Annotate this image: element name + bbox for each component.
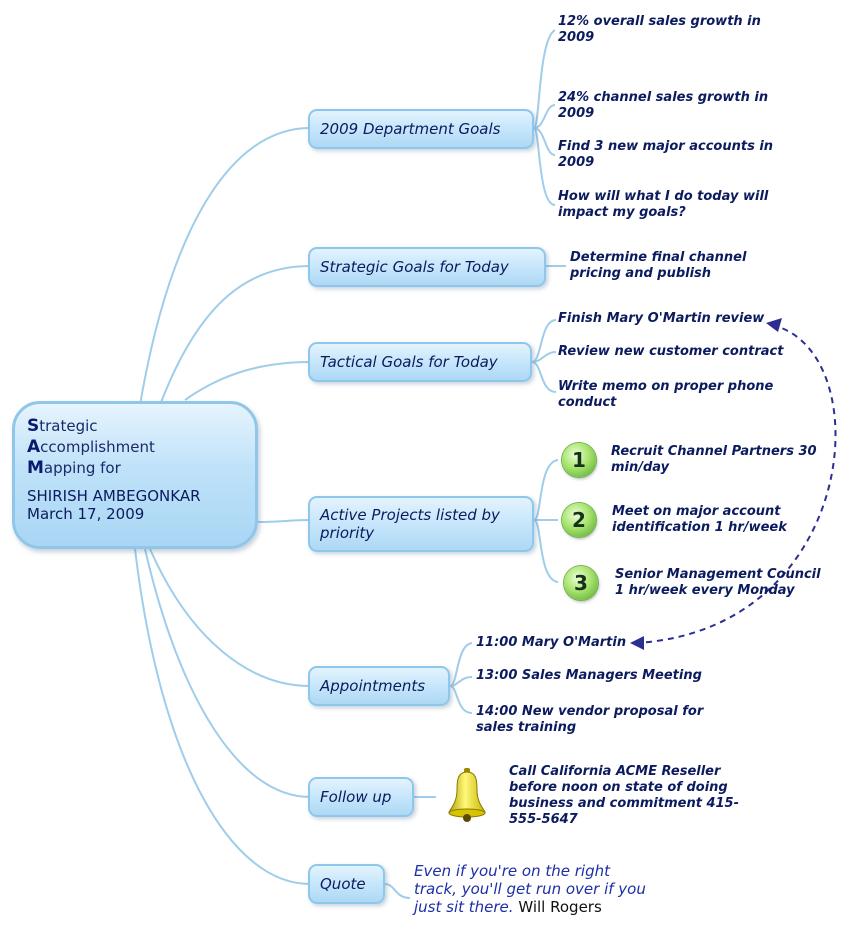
appointment-item[interactable]: 11:00 Mary O'Martin: [476, 635, 627, 650]
topic-follow-up[interactable]: Follow up: [308, 777, 414, 817]
central-line-mapping: Mapping for: [27, 458, 121, 478]
follow-up-item[interactable]: Call California ACME Reseller before noo…: [509, 764, 739, 827]
topic-active-projects[interactable]: Active Projects listed by priority: [308, 496, 534, 552]
priority-1-icon: 1: [562, 443, 596, 477]
topic-tactical-goals[interactable]: Tactical Goals for Today: [308, 342, 532, 382]
project-item[interactable]: Meet on major account identification 1 h…: [612, 504, 787, 535]
quote-text: Even if you're on the right track, you'l…: [414, 862, 646, 916]
quote-author: Will Rogers: [518, 898, 602, 916]
central-name: SHIRISH AMBEGONKAR: [27, 487, 201, 505]
project-item[interactable]: Senior Management Council 1 hr/week ever…: [615, 567, 821, 598]
dept-goal-item[interactable]: 24% channel sales growth in 2009: [558, 90, 769, 121]
topic-quote[interactable]: Quote: [308, 864, 385, 904]
dept-goal-item[interactable]: How will what I do today will impact my …: [558, 189, 769, 220]
central-line-accomplishment: Accomplishment: [27, 437, 155, 457]
appointment-item[interactable]: 14:00 New vendor proposal for sales trai…: [476, 704, 704, 735]
tactical-goal-item[interactable]: Finish Mary O'Martin review: [558, 311, 765, 326]
dept-goal-item[interactable]: 12% overall sales growth in 2009: [558, 14, 761, 45]
tactical-goal-item[interactable]: Write memo on proper phone conduct: [558, 379, 774, 410]
tactical-goal-item[interactable]: Review new customer contract: [558, 344, 784, 359]
bell-icon: [448, 768, 486, 822]
dept-goal-item[interactable]: Find 3 new major accounts in 2009: [558, 139, 774, 170]
central-topic[interactable]: Strategic Accomplishment Mapping for SHI…: [12, 401, 258, 549]
topic-appointments[interactable]: Appointments: [308, 666, 450, 706]
quote-item[interactable]: Even if you're on the right track, you'l…: [414, 862, 654, 916]
topic-department-goals[interactable]: 2009 Department Goals: [308, 109, 534, 149]
priority-2-icon: 2: [562, 503, 596, 537]
strategic-goal-item[interactable]: Determine final channel pricing and publ…: [570, 250, 747, 281]
central-line-strategic: Strategic: [27, 416, 98, 436]
topic-strategic-goals[interactable]: Strategic Goals for Today: [308, 247, 546, 287]
priority-3-icon: 3: [564, 566, 598, 600]
central-date: March 17, 2009: [27, 505, 145, 523]
project-item[interactable]: Recruit Channel Partners 30 min/day: [611, 444, 817, 475]
appointment-item[interactable]: 13:00 Sales Managers Meeting: [476, 668, 702, 683]
